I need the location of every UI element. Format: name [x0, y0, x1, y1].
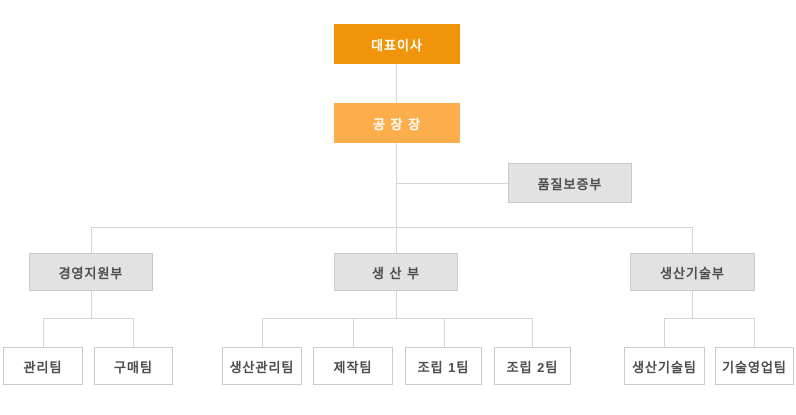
connector-management-support-down	[91, 291, 92, 318]
node-team-assembly-1: 조립 1팀	[405, 347, 482, 385]
connector-ceo-to-factory-manager	[396, 64, 397, 103]
connector-stub-admin-team	[43, 318, 44, 347]
connector-stub-production-management-team	[262, 318, 263, 347]
node-team-purchasing: 구매팀	[94, 347, 173, 385]
node-dept-production: 생 산 부	[334, 253, 458, 291]
node-quality-assurance: 품질보증부	[508, 163, 632, 203]
node-dept-production-technology: 생산기술부	[630, 253, 755, 291]
connector-production-technology-down	[692, 291, 693, 318]
node-team-technical-sales: 기술영업팀	[715, 347, 794, 385]
node-factory-manager: 공 장 장	[334, 103, 460, 143]
connector-stub-technical-sales-team	[754, 318, 755, 347]
node-dept-management-support: 경영지원부	[29, 253, 153, 291]
connector-stub-assembly-2-team	[532, 318, 533, 347]
connector-production-horizontal	[262, 318, 533, 319]
connector-factory-manager-trunk	[396, 143, 397, 253]
connector-stub-purchasing-team	[133, 318, 134, 347]
connector-departments-horizontal	[91, 227, 693, 228]
connector-branch-quality-assurance	[396, 183, 508, 184]
node-team-admin: 관리팀	[3, 347, 83, 385]
connector-management-support-horizontal	[43, 318, 134, 319]
connector-stub-production-technology	[692, 227, 693, 253]
connector-stub-assembly-1-team	[444, 318, 445, 347]
connector-production-technology-horizontal	[664, 318, 755, 319]
connector-stub-fabrication-team	[353, 318, 354, 347]
connector-stub-management-support	[91, 227, 92, 253]
node-team-fabrication: 제작팀	[313, 347, 393, 385]
node-team-production-tech: 생산기술팀	[624, 347, 705, 385]
node-team-production-management: 생산관리팀	[222, 347, 302, 385]
connector-stub-production-tech-team	[664, 318, 665, 347]
node-team-assembly-2: 조립 2팀	[494, 347, 571, 385]
node-ceo: 대표이사	[334, 24, 460, 64]
connector-production-down	[396, 291, 397, 318]
